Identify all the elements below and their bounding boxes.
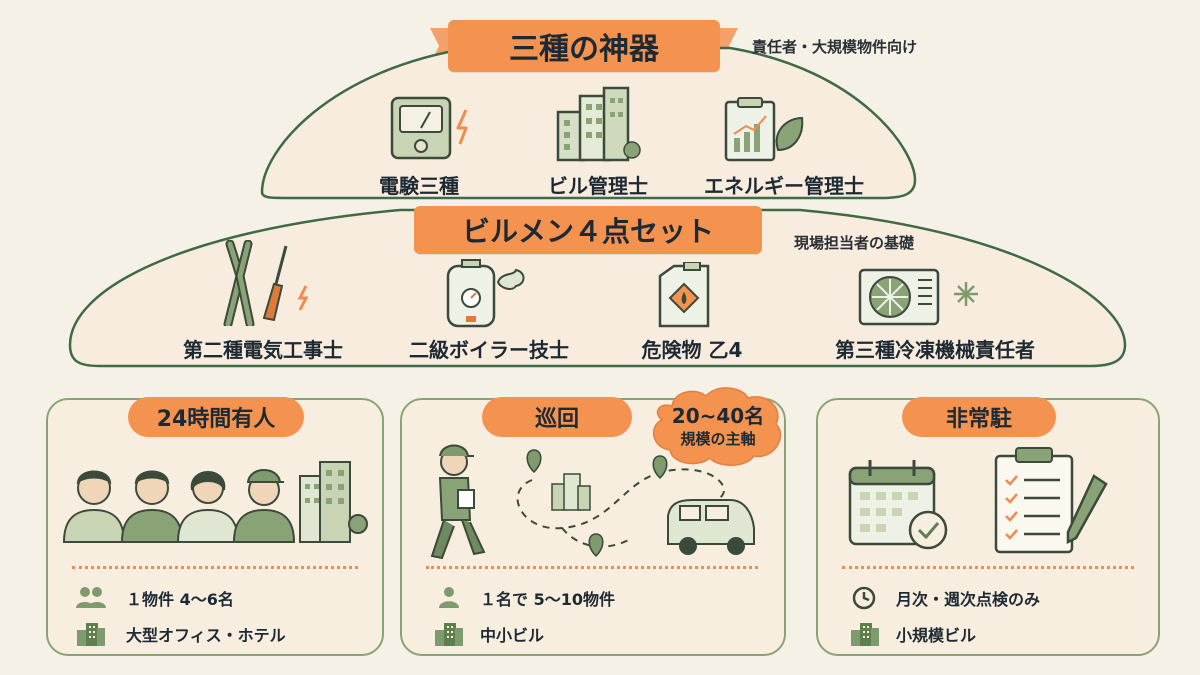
building-small-icon (851, 623, 879, 646)
card-24h-row-1: １物件 4〜6名 (126, 590, 234, 609)
top-tier-banner: 三種の神器 (448, 20, 720, 72)
card-patrol-row-2: 中小ビル (480, 626, 545, 645)
cloud-badge-shape (652, 387, 782, 466)
ac-unit-icon (858, 268, 978, 326)
card-nonresident-row-1: 月次・週次点検のみ (896, 590, 1041, 609)
mid-item-label-3: 危険物 乙4 (641, 338, 743, 362)
top-item-label-2: ビル管理士 (548, 174, 648, 198)
top-tier-title: 三種の神器 (509, 32, 659, 67)
patrol-route-illustration (430, 444, 755, 560)
mid-item-label-2: 二級ボイラー技士 (409, 338, 569, 362)
card-24h: 24時間有人 １物件 4〜6名 大型オフィス・ホテル (46, 397, 384, 656)
patrol-badge: 20~40名 規模の主軸 (648, 384, 788, 468)
card-nonresident-title: 非常駐 (945, 407, 1012, 432)
patrol-badge-line-2: 規模の主軸 (680, 430, 756, 448)
mid-tier-title: ビルメン４点セット (461, 215, 714, 248)
clock-icon (852, 586, 876, 610)
card-24h-title-pill: 24時間有人 (128, 397, 304, 437)
top-item-label-3: エネルギー管理士 (704, 174, 864, 198)
card-24h-title: 24時間有人 (156, 407, 276, 432)
card-nonresident-divider (842, 566, 1134, 569)
top-tier-note: 責任者・大規模物件向け (752, 38, 918, 56)
mid-item-label-4: 第三種冷凍機械責任者 (835, 338, 1035, 362)
top-item-label-1: 電験三種 (379, 174, 459, 198)
fuel-can-icon (658, 262, 710, 328)
calendar-check-icon (848, 460, 948, 550)
card-patrol-title-pill: 巡回 (482, 397, 632, 437)
voltmeter-icon (390, 96, 468, 160)
staff-group-icon (62, 461, 368, 543)
person-icon (439, 587, 459, 608)
mid-tier-banner: ビルメン４点セット (414, 206, 762, 254)
card-nonresident-title-pill: 非常駐 (902, 397, 1056, 437)
boiler-icon (446, 259, 525, 328)
building-small-icon (77, 623, 105, 646)
card-24h-divider (72, 566, 358, 569)
building-small-icon (435, 623, 463, 646)
people-icon (76, 587, 106, 608)
checklist-pen-icon (994, 447, 1108, 554)
clipboard-chart-icon (724, 97, 804, 162)
building-icon (556, 86, 641, 162)
patrol-badge-line-1: 20~40名 (671, 404, 765, 428)
mid-item-label-1: 第二種電気工事士 (183, 338, 343, 362)
card-patrol-title: 巡回 (534, 407, 579, 432)
mid-tier-note: 現場担当者の基礎 (794, 234, 915, 252)
pliers-screwdriver-icon (223, 240, 309, 326)
card-nonresident-row-2: 小規模ビル (896, 626, 977, 645)
card-24h-row-2: 大型オフィス・ホテル (126, 626, 286, 645)
card-nonresident: 非常駐 月次・週次点検のみ 小規模ビル (816, 397, 1160, 656)
card-patrol-divider (426, 566, 758, 569)
card-patrol-row-1: １名で 5〜10物件 (480, 590, 615, 609)
